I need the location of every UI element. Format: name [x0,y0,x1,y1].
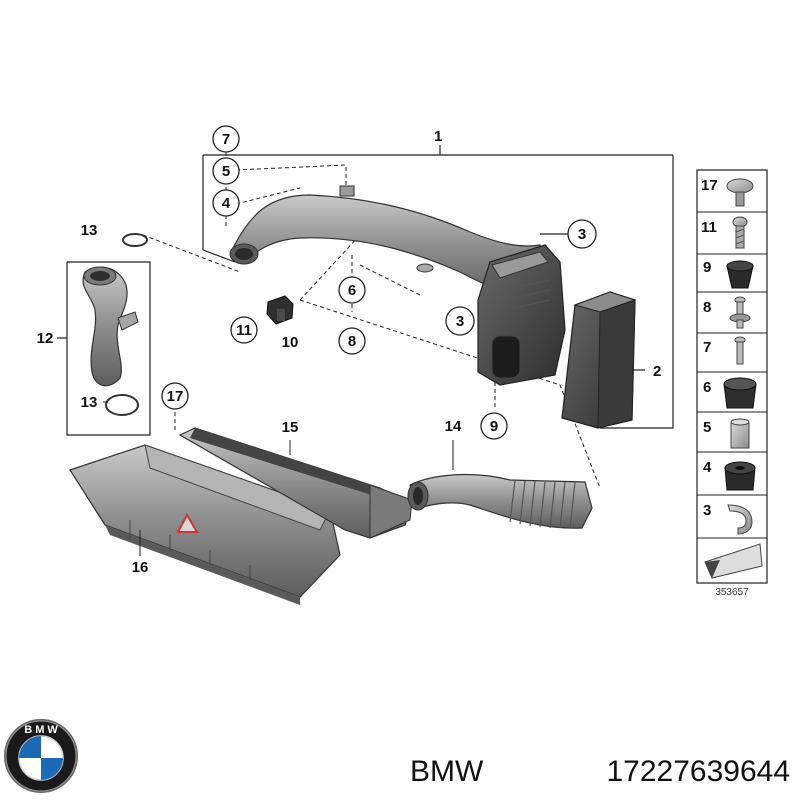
part-number: 17227639644 [606,755,790,788]
legend-arrow-symbol [704,543,763,579]
svg-text:B M W: B M W [24,724,58,736]
legend-label-17: 17 [701,177,718,194]
svg-text:2: 2 [653,363,661,380]
parts-legend: 17 11 9 8 7 6 5 4 3 [696,169,768,598]
svg-text:13: 13 [81,394,98,411]
brand-name: BMW [410,755,484,788]
svg-text:13: 13 [81,222,98,239]
intake-duct [229,185,566,386]
legend-label-8: 8 [703,299,711,316]
svg-text:8: 8 [348,333,356,350]
callout-16: 16 [132,530,149,576]
svg-text:1: 1 [434,128,442,145]
legend-screw-17 [726,178,754,207]
legend-clip-3 [727,504,753,535]
svg-text:6: 6 [348,282,356,299]
legend-label-4: 4 [703,459,712,476]
svg-text:10: 10 [282,334,299,351]
callout-13a: 13 [81,222,98,239]
callout-5: 5 [212,157,240,185]
callout-15: 15 [282,419,299,455]
hose-clamp-bottom [105,394,139,416]
callout-2: 2 [653,363,661,380]
legend-pin-7 [734,336,746,365]
callout-4: 4 [212,189,240,217]
clip-part [266,295,294,325]
callout-1: 1 [434,128,442,145]
svg-text:3: 3 [456,313,464,330]
callout-7: 7 [212,125,240,153]
legend-label-3: 3 [703,502,711,519]
callout-3a: 3 [567,219,597,249]
legend-label-7: 7 [703,339,711,356]
svg-text:15: 15 [282,419,299,436]
svg-text:16: 16 [132,559,149,576]
legend-grommet-4 [724,461,756,491]
bmw-logo: B M W [4,719,78,793]
legend-grommet-9 [726,260,754,289]
legend-bushing-6 [723,377,757,409]
legend-label-9: 9 [703,259,711,276]
legend-pin-8 [729,296,751,329]
intake-hose [82,266,139,387]
corrugated-hose [407,473,593,529]
callout-10: 10 [282,334,299,351]
svg-text:7: 7 [222,131,230,148]
svg-text:9: 9 [490,418,498,435]
hose-frame [57,261,151,436]
callout-12: 12 [37,330,54,347]
svg-text:14: 14 [445,418,462,435]
callout-3b: 3 [445,306,475,336]
callout-6: 6 [338,276,366,304]
legend-screw-11 [732,216,748,249]
svg-text:11: 11 [236,322,252,339]
hose-clamp-top [122,233,148,247]
legend-label-11: 11 [701,219,717,236]
callout-9: 9 [480,412,508,440]
air-guide-shroud [69,444,341,605]
air-filter-element [561,291,637,429]
svg-text:3: 3 [578,226,586,243]
svg-text:5: 5 [222,163,230,180]
upper-air-guide [178,427,413,539]
legend-label-5: 5 [703,419,711,436]
callout-14: 14 [445,418,462,470]
callout-13b: 13 [81,394,108,411]
svg-text:4: 4 [222,195,231,212]
legend-sleeve-5 [730,418,750,449]
callout-17: 17 [161,382,189,410]
callout-11: 11 [230,316,258,344]
svg-text:12: 12 [37,330,54,347]
diagram-reference-number: 353657 [715,587,749,598]
legend-label-6: 6 [703,379,711,396]
svg-text:17: 17 [167,388,184,405]
callout-8: 8 [338,327,366,355]
